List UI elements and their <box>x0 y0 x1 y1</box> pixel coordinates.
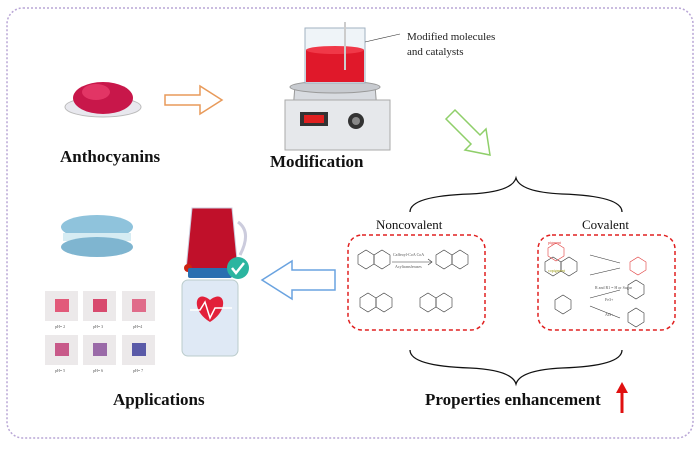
ph-label: pH=4 <box>133 324 143 329</box>
al-ion-text: Al3+ <box>605 312 614 317</box>
pigment-text: pigment <box>548 240 562 245</box>
noncovalent-box <box>347 234 486 331</box>
medicine-bottle-image <box>181 257 249 357</box>
ph-label: pH= 7 <box>133 368 144 373</box>
enzyme-top-text: Caffeoyl-CoA CoA <box>393 252 425 257</box>
condition-text: R and R1 = H or Sugar <box>595 285 632 290</box>
outer-border <box>6 7 694 439</box>
enzyme-bottom-text: Acyltransferases <box>395 264 422 269</box>
note-leader-line <box>364 33 401 43</box>
check-icon <box>231 262 245 276</box>
covalent-box <box>537 234 676 331</box>
top-brace <box>409 175 623 213</box>
bottom-brace <box>409 349 623 387</box>
noncovalent-label: Noncovalent <box>376 217 443 232</box>
ph-label: pH= 6 <box>93 368 104 373</box>
macaron-image <box>61 215 133 257</box>
ph-label: pH= 5 <box>55 368 66 373</box>
fe-ion-text: Fe3+ <box>605 297 614 302</box>
arrow-to-applications-icon <box>260 259 336 301</box>
modified-note-line1: Modified molecules <box>407 31 496 43</box>
pigment-structure <box>547 242 647 276</box>
arrow-to-properties-icon <box>444 108 491 156</box>
arrow-to-modification-icon <box>164 84 224 116</box>
ph-label: pH= 2 <box>55 324 66 329</box>
increase-arrow-head-icon <box>616 382 628 393</box>
ph-label: pH= 3 <box>93 324 104 329</box>
applications-label: Applications <box>113 390 205 409</box>
properties-enhancement-label: Properties enhancement <box>425 390 601 409</box>
ph-film-grid <box>45 291 155 365</box>
anthocyanins-label: Anthocyanins <box>60 147 161 166</box>
anthocyanin-powder-image <box>64 82 142 118</box>
molecular-structures <box>357 249 645 328</box>
magnetic-stirrer-image <box>284 22 391 151</box>
covalent-label: Covalent <box>582 217 629 232</box>
modification-label: Modification <box>270 152 364 171</box>
copigment-text: copigment <box>548 268 565 273</box>
modified-note-line2: and catalysts <box>407 46 464 58</box>
